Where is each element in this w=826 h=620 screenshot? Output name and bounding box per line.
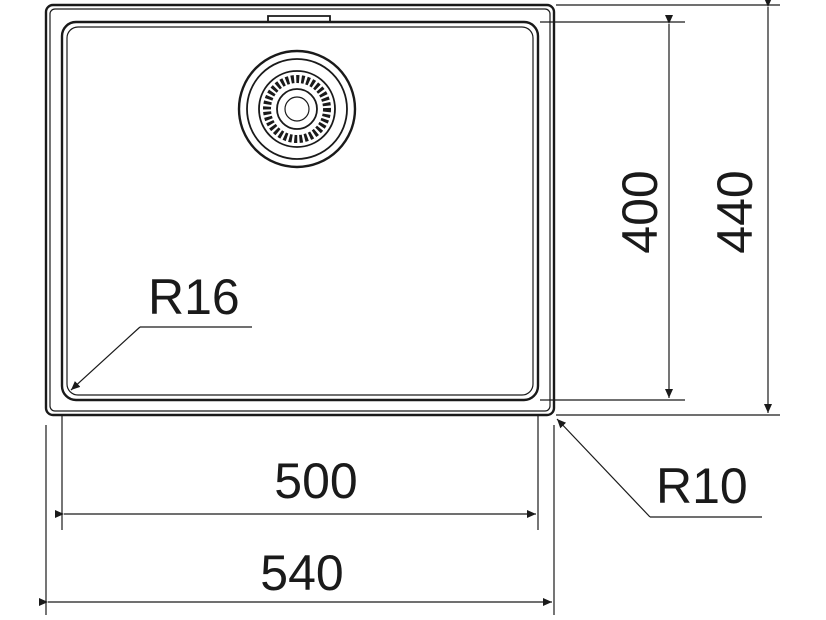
inner-radius-leader [70,326,141,391]
sink-bowl-outline [60,20,540,402]
inner-depth-label: 400 [612,170,668,253]
outer-radius-label: R10 [656,458,748,514]
sink-bowl-outline-inner-edge [66,26,534,396]
outer-depth-label: 440 [707,170,763,253]
outer-radius-leader [556,418,651,518]
inner-width-label: 500 [274,453,357,509]
inner-radius-label: R16 [148,269,240,325]
outer-width-label: 540 [260,545,343,601]
overflow-slot [267,15,331,22]
strainer-waste-icon [237,49,357,169]
sink-outer-outline [44,3,556,417]
sink-outer-outline-inner-edge [49,8,551,412]
